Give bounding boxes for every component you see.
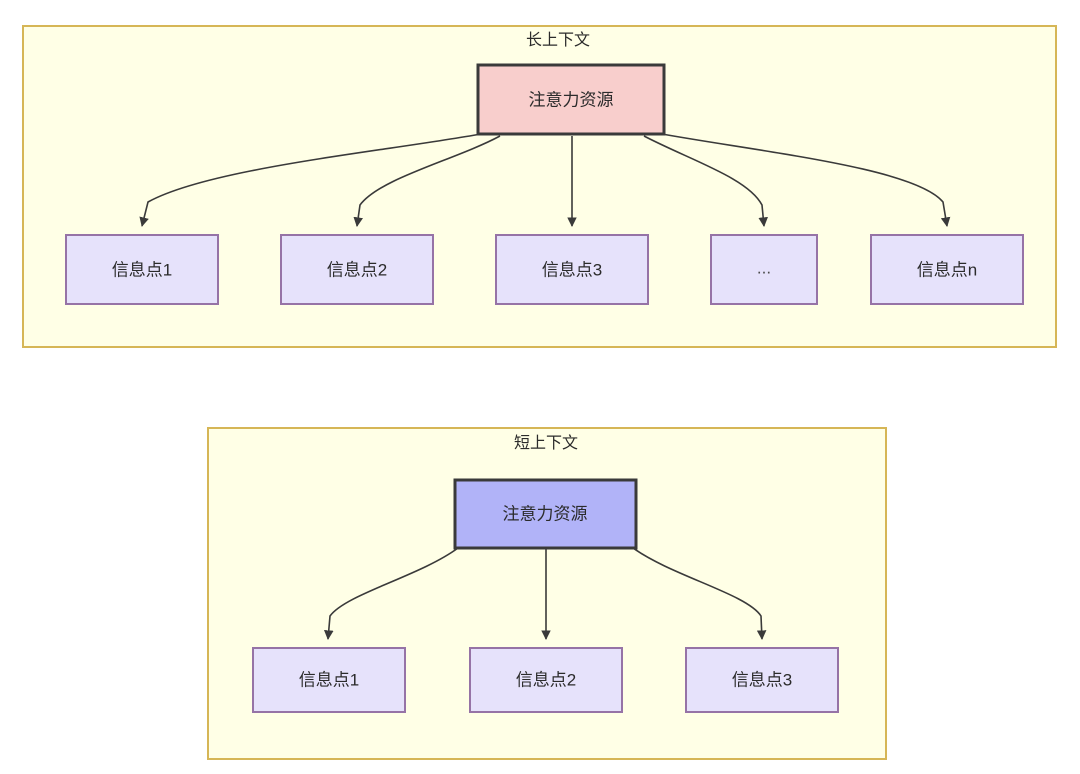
node-long-leaf-1-rect[interactable]: [65, 234, 219, 305]
node-long-leaf-3-rect[interactable]: [495, 234, 649, 305]
edge-root-to-ellipsis: [643, 135, 768, 227]
group-long-context: 长上下文 注意力资源 信息点1 信息点2 信息点3: [22, 25, 1057, 348]
edges-long-context: [139, 133, 951, 227]
edge-short-root-to-point1: [323, 547, 459, 640]
node-long-leaf-ellipsis[interactable]: ...: [710, 234, 818, 305]
edge-root-to-point2: [353, 135, 501, 227]
node-long-context-root-label: 注意力资源: [529, 90, 614, 109]
node-short-leaf-2-label: 信息点2: [516, 670, 576, 689]
edge-root-to-point1: [139, 133, 482, 227]
node-short-context-root-rect[interactable]: [453, 478, 638, 550]
node-short-leaf-3[interactable]: 信息点3: [685, 647, 839, 713]
node-short-leaf-1[interactable]: 信息点1: [252, 647, 406, 713]
node-long-leaf-2[interactable]: 信息点2: [280, 234, 434, 305]
node-long-leaf-ellipsis-label: ...: [757, 258, 771, 277]
node-long-context-root[interactable]: 注意力资源: [476, 63, 666, 136]
node-long-leaf-3[interactable]: 信息点3: [495, 234, 649, 305]
node-long-leaf-n[interactable]: 信息点n: [870, 234, 1024, 305]
node-long-leaf-n-rect[interactable]: [870, 234, 1024, 305]
node-short-leaf-3-rect[interactable]: [685, 647, 839, 713]
edge-root-to-pointn: [661, 133, 951, 227]
node-long-leaf-n-label: 信息点n: [917, 260, 977, 279]
node-long-context-root-rect[interactable]: [476, 63, 666, 136]
node-long-leaf-2-rect[interactable]: [280, 234, 434, 305]
node-short-leaf-2-rect[interactable]: [469, 647, 623, 713]
node-short-leaf-2[interactable]: 信息点2: [469, 647, 623, 713]
edge-short-root-to-point3: [632, 547, 767, 640]
node-long-leaf-1[interactable]: 信息点1: [65, 234, 219, 305]
node-long-leaf-2-label: 信息点2: [327, 260, 387, 279]
group-short-context: 短上下文 注意力资源 信息点1 信息点2 信息点3: [207, 427, 887, 760]
node-short-leaf-3-label: 信息点3: [732, 670, 792, 689]
node-short-context-root[interactable]: 注意力资源: [453, 478, 638, 550]
node-short-leaf-1-label: 信息点1: [299, 670, 359, 689]
node-long-leaf-ellipsis-rect[interactable]: [710, 234, 818, 305]
node-long-leaf-3-label: 信息点3: [542, 260, 602, 279]
edges-short-context: [323, 547, 767, 640]
node-short-leaf-1-rect[interactable]: [252, 647, 406, 713]
group-long-context-title: 长上下文: [526, 31, 590, 49]
node-short-context-root-label: 注意力资源: [503, 504, 588, 523]
group-short-context-title: 短上下文: [514, 434, 578, 452]
node-long-leaf-1-label: 信息点1: [112, 260, 172, 279]
